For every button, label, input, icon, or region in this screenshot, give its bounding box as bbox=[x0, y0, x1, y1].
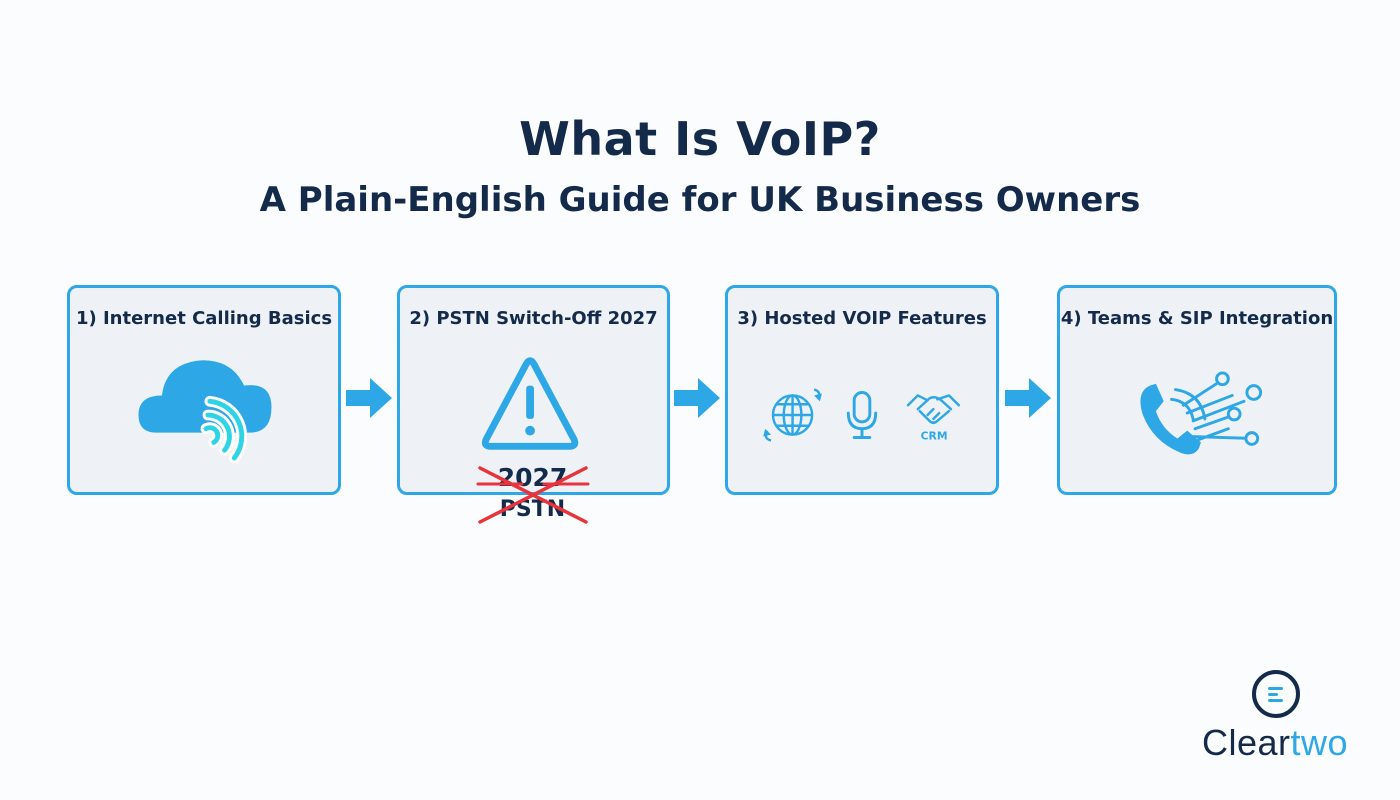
brand-name: Cleartwo bbox=[1190, 722, 1360, 764]
flow-arrow-icon bbox=[346, 378, 392, 418]
brand-name-part2: two bbox=[1290, 722, 1349, 763]
flow-arrow-icon bbox=[674, 378, 720, 418]
pstn-word: PSTN bbox=[499, 497, 566, 522]
red-cross-icon bbox=[476, 466, 590, 524]
logo-mark-icon bbox=[1252, 670, 1300, 718]
brand-name-part1: Clear bbox=[1201, 722, 1291, 763]
page-title: What Is VoIP? bbox=[519, 112, 881, 166]
step-label: 2) PSTN Switch-Off 2027 bbox=[409, 308, 658, 329]
page-subtitle: A Plain-English Guide for UK Business Ow… bbox=[259, 180, 1141, 220]
step-label: 3) Hosted VOIP Features bbox=[737, 308, 987, 329]
flow-arrow-icon bbox=[1005, 378, 1051, 418]
phone-network-icon bbox=[1140, 371, 1263, 455]
step-card-pstn-switch-off: 2) PSTN Switch-Off 2027 bbox=[397, 285, 670, 495]
feature-icons-group: CRM bbox=[763, 388, 961, 442]
globe-icon bbox=[763, 388, 822, 442]
warning-triangle-icon bbox=[481, 357, 579, 450]
step-card-teams-sip: 4) Teams & SIP Integration bbox=[1057, 285, 1337, 495]
step-label: 1) Internet Calling Basics bbox=[75, 308, 333, 329]
pstn-year: 2027 bbox=[497, 463, 568, 492]
cleartwo-logo: Cleartwo bbox=[1190, 668, 1360, 768]
handshake-icon bbox=[906, 394, 961, 425]
cloud-signal-icon bbox=[138, 360, 272, 464]
step-card-internet-calling: 1) Internet Calling Basics bbox=[67, 285, 341, 495]
pstn-crossed-out-note: 2027 PSTN bbox=[470, 460, 595, 530]
step-card-hosted-voip: 3) Hosted VOIP Features bbox=[725, 285, 999, 495]
microphone-icon bbox=[846, 391, 878, 439]
step-label: 4) Teams & SIP Integration bbox=[1060, 308, 1334, 329]
crm-label: CRM bbox=[921, 429, 948, 442]
